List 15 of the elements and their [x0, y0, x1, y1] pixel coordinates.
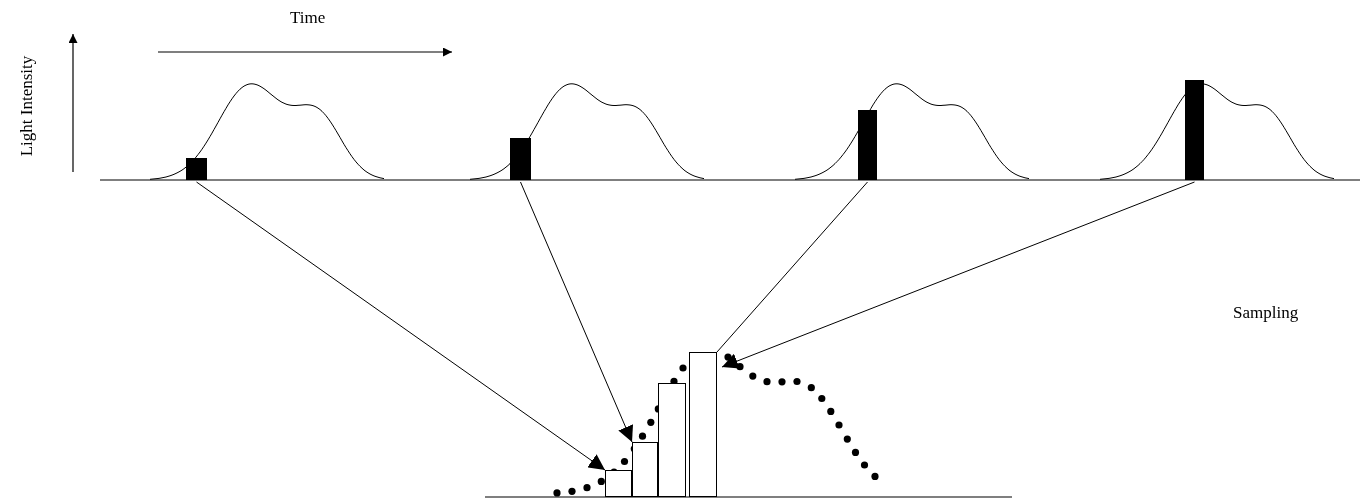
annotation: Sampling — [1233, 303, 1299, 323]
reconstructed-bar — [632, 442, 658, 497]
arrow — [196, 181, 606, 471]
axis-label: Time — [290, 8, 326, 28]
arrow — [520, 181, 634, 443]
sample-bar — [186, 158, 207, 180]
reconstructed-bar — [689, 352, 717, 497]
axis-label: Light Intensity — [17, 54, 37, 159]
sample-bar — [510, 138, 531, 180]
arrow — [721, 181, 1195, 369]
connector-line — [716, 181, 868, 353]
sample-bar — [1185, 80, 1204, 180]
reconstructed-bar — [605, 470, 632, 497]
sample-bar — [858, 110, 877, 180]
reconstructed-bar — [658, 383, 686, 497]
